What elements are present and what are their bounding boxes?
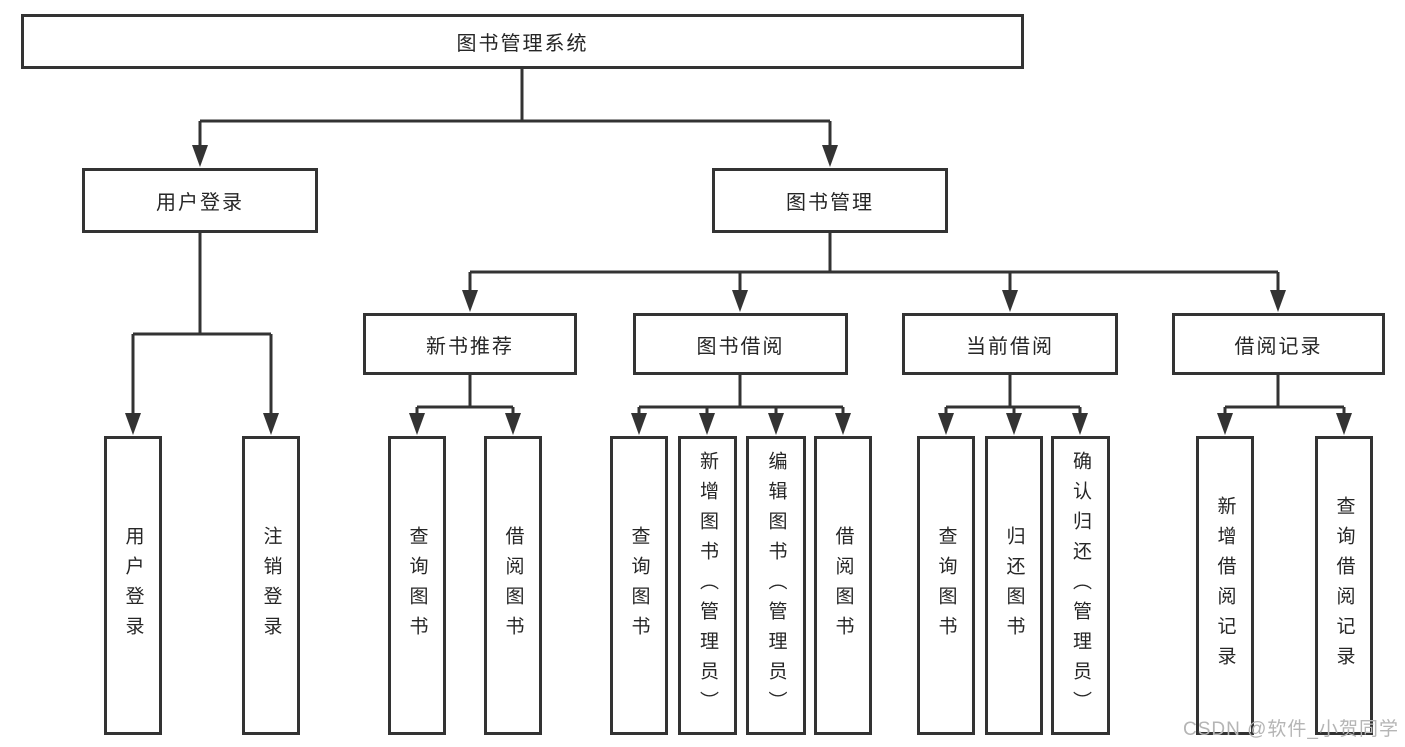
leaf-return-books: 归还图书 (985, 436, 1043, 735)
connector-root-to-level2 (198, 68, 832, 147)
node-label: 当前借阅 (966, 335, 1054, 358)
leaf-user-login: 用户登录 (104, 436, 162, 735)
node-label: 查询图书 (406, 525, 428, 646)
arrow-icon (1217, 413, 1233, 435)
node-new-book-recommendation: 新书推荐 (363, 313, 577, 375)
node-current-borrowing: 当前借阅 (902, 313, 1118, 375)
node-user-login: 用户登录 (82, 168, 318, 233)
arrow-icon (1336, 413, 1352, 435)
connector-userlogin-to-leaves (131, 233, 273, 415)
node-label: 用户登录 (122, 525, 144, 646)
node-label: 用户登录 (156, 192, 244, 214)
arrow-icon (699, 413, 715, 435)
node-label: 借阅图书 (502, 525, 524, 646)
node-label: 确认归还（管理员） (1070, 450, 1091, 721)
arrow-icon (1006, 413, 1022, 435)
arrow-icon (732, 290, 748, 312)
node-label: 新书推荐 (426, 335, 514, 358)
arrow-icon (192, 145, 208, 167)
node-label: 查询图书 (628, 525, 650, 646)
arrow-icon (125, 413, 141, 435)
node-book-borrowing: 图书借阅 (633, 313, 848, 375)
node-label: 新增图书（管理员） (697, 450, 718, 721)
node-label: 查询借阅记录 (1333, 495, 1355, 676)
node-label: 编辑图书（管理员） (765, 450, 787, 721)
connector-borrowing-to-leaves (637, 375, 845, 415)
arrow-icon (768, 413, 784, 435)
node-label: 查询图书 (935, 525, 957, 646)
node-label: 归还图书 (1003, 525, 1025, 646)
leaf-add-borrow-record: 新增借阅记录 (1196, 436, 1254, 735)
arrow-icon (835, 413, 851, 435)
arrow-icon (1002, 290, 1018, 312)
node-borrowing-records: 借阅记录 (1172, 313, 1385, 375)
leaf-query-borrow-record: 查询借阅记录 (1315, 436, 1373, 735)
leaf-confirm-return-admin: 确认归还（管理员） (1051, 436, 1110, 735)
leaf-query-books-current: 查询图书 (917, 436, 975, 735)
connector-bookmgmt-to-level3 (468, 233, 1280, 292)
leaf-edit-books-admin: 编辑图书（管理员） (746, 436, 806, 735)
node-label: 注销登录 (260, 525, 282, 646)
node-label: 图书管理系统 (456, 33, 589, 55)
leaf-query-books-borrowing: 查询图书 (610, 436, 668, 735)
arrow-icon (409, 413, 425, 435)
leaf-logout: 注销登录 (242, 436, 300, 735)
node-library-management-system: 图书管理系统 (21, 14, 1024, 69)
node-label: 借阅图书 (832, 525, 854, 646)
arrow-icon (263, 413, 279, 435)
leaf-borrow-books-recommend: 借阅图书 (484, 436, 542, 735)
arrow-icon (938, 413, 954, 435)
leaf-add-books-admin: 新增图书（管理员） (678, 436, 737, 735)
node-label: 新增借阅记录 (1214, 495, 1236, 676)
connector-current-to-leaves (944, 375, 1082, 415)
node-label: 图书管理 (786, 192, 874, 214)
leaf-query-books-recommend: 查询图书 (388, 436, 446, 735)
arrow-icon (822, 145, 838, 167)
connector-newbook-to-leaves (415, 375, 515, 415)
arrow-icon (1072, 413, 1088, 435)
node-label: 图书借阅 (696, 335, 785, 358)
csdn-watermark: CSDN @软件_小贺同学 (1183, 719, 1399, 740)
arrow-icon (631, 413, 647, 435)
arrow-icon (1270, 290, 1286, 312)
leaf-borrow-books-borrowing: 借阅图书 (814, 436, 872, 735)
arrow-icon (462, 290, 478, 312)
connector-records-to-leaves (1223, 375, 1346, 415)
node-book-management: 图书管理 (712, 168, 948, 233)
arrow-icon (505, 413, 521, 435)
node-label: 借阅记录 (1234, 335, 1323, 358)
